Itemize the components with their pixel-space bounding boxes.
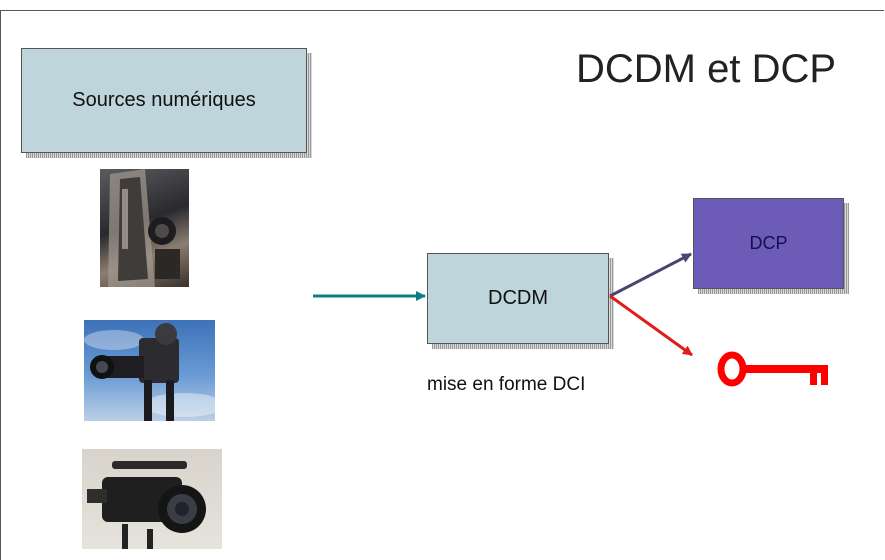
key-icon (717, 351, 828, 387)
slide-title: DCDM et DCP (576, 47, 837, 91)
sources-box-label: Sources numériques (72, 89, 256, 111)
camcorder-photo (82, 449, 222, 549)
dcdm-box: DCDM (427, 253, 609, 344)
dcp-box-label: DCP (749, 233, 788, 253)
sources-box: Sources numériques (21, 48, 307, 153)
dcdm-to-key-arrow (609, 294, 693, 357)
film-scanner-photo (100, 169, 189, 287)
dcdm-to-dcp-arrow (609, 252, 692, 298)
cinema-camera-photo (84, 320, 215, 421)
dcdm-box-label: DCDM (488, 287, 548, 309)
dcp-box: DCP (693, 198, 844, 289)
dcdm-caption: mise en forme DCI (427, 374, 586, 395)
slide-frame (0, 10, 884, 560)
